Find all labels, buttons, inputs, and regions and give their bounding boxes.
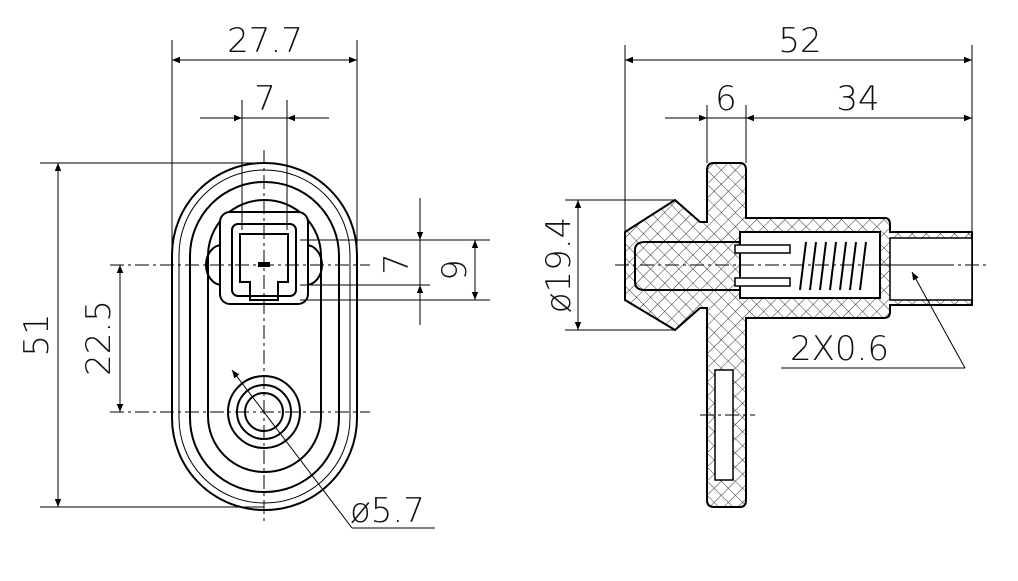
front-view: 27.7 7 51 22.5 7 9 ø5.7 <box>17 21 490 531</box>
dim-head-diameter: ø19.4 <box>539 217 579 314</box>
plunger <box>634 241 741 291</box>
dim-body-length: 34 <box>836 79 879 119</box>
dim-hole-offset: 22.5 <box>79 300 119 376</box>
dim-flange-thickness: 6 <box>715 79 737 119</box>
side-view: 52 6 34 ø19.4 2X0.6 <box>539 21 990 508</box>
dim-length-overall: 52 <box>778 21 821 61</box>
dim-pin-spec: 2X0.6 <box>790 329 889 369</box>
dim-connector-height: 7 <box>377 253 417 275</box>
dim-connector-body: 9 <box>435 259 475 281</box>
dim-width-overall: 27.7 <box>227 21 303 61</box>
dim-hole-diameter: ø5.7 <box>350 491 425 531</box>
dim-height-overall: 51 <box>17 313 57 356</box>
spring-icon <box>799 241 867 291</box>
dim-connector-width: 7 <box>254 79 276 119</box>
